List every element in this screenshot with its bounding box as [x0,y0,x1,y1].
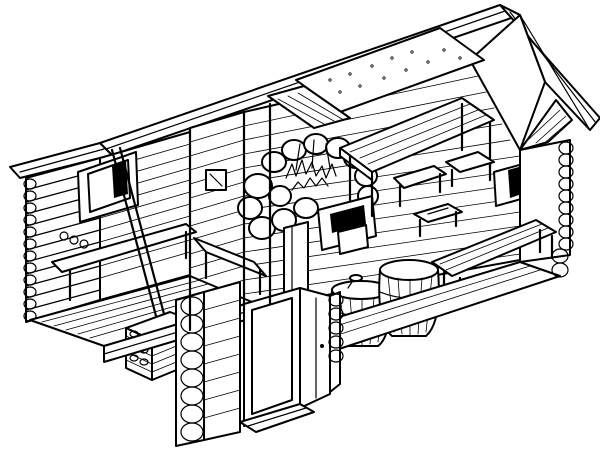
front-log-corner [175,281,241,447]
partition-edge [188,102,272,332]
right-front-logs [328,248,569,393]
open-door [239,287,331,433]
gable-boards [519,99,573,151]
dressing-benches [51,223,267,302]
steam-benches [339,97,557,302]
loft-platform [267,27,485,129]
coat-hooks [59,231,89,249]
back-wall-dressing-room [59,131,191,301]
